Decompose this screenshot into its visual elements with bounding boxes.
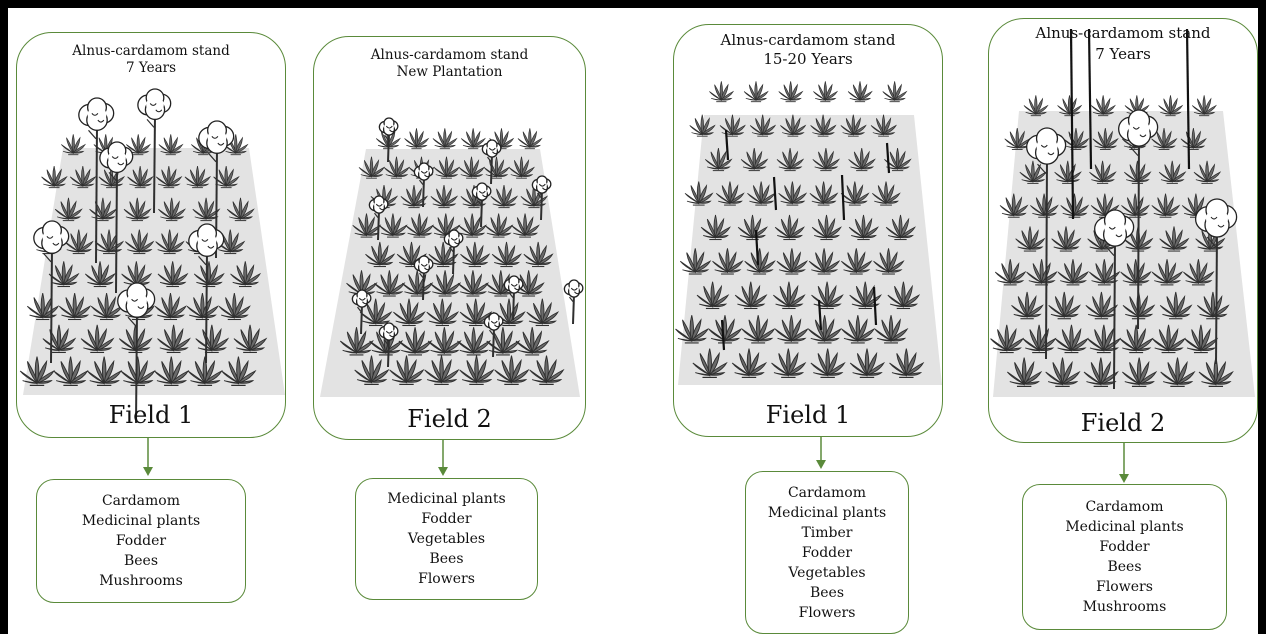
cardamom-plant-icon xyxy=(1192,95,1216,115)
products-list: Medicinal plantsFodderVegetablesBeesFlow… xyxy=(387,489,505,589)
cardamom-plant-icon xyxy=(461,128,485,148)
cardamom-plant-icon xyxy=(61,134,85,154)
field-label: Field 2 xyxy=(989,409,1257,437)
arrow-down-icon xyxy=(813,437,829,471)
cardamom-plant-icon xyxy=(1091,95,1115,115)
stand-title: Alnus-cardamom stand New Plantation xyxy=(314,47,585,81)
product-item: Fodder xyxy=(1065,537,1183,557)
product-item: Cardamom xyxy=(82,491,200,511)
product-item: Medicinal plants xyxy=(82,511,200,531)
product-item: Medicinal plants xyxy=(768,503,886,523)
arrow-down-icon xyxy=(435,440,451,478)
stand-age: 7 Years xyxy=(989,44,1257,65)
field-label: Field 1 xyxy=(674,401,942,429)
product-item: Mushrooms xyxy=(1065,597,1183,617)
stand-name: Alnus-cardamom stand xyxy=(674,31,942,50)
stand-name: Alnus-cardamom stand xyxy=(989,23,1257,44)
products-list: CardamomMedicinal plantsTimberFodderVege… xyxy=(768,483,886,623)
stand-illustration xyxy=(674,25,943,437)
stand-title: Alnus-cardamom stand 7 Years xyxy=(17,43,285,77)
products-box: Medicinal plantsFodderVegetablesBeesFlow… xyxy=(355,478,538,600)
products-box: CardamomMedicinal plantsFodderBeesMushro… xyxy=(36,479,246,603)
cardamom-plant-icon xyxy=(433,128,457,148)
product-item: Bees xyxy=(387,549,505,569)
arrow-down-icon xyxy=(140,438,156,478)
product-item: Medicinal plants xyxy=(387,489,505,509)
stand-title: Alnus-cardamom stand 7 Years xyxy=(989,23,1257,65)
product-item: Cardamom xyxy=(768,483,886,503)
stand-age: 15-20 Years xyxy=(674,50,942,69)
product-item: Fodder xyxy=(387,509,505,529)
product-item: Flowers xyxy=(1065,577,1183,597)
product-item: Mushrooms xyxy=(82,571,200,591)
products-box: CardamomMedicinal plantsTimberFodderVege… xyxy=(745,471,909,634)
stand-card-field1-7years: Alnus-cardamom stand 7 Years Field 1 xyxy=(16,32,286,438)
stand-name: Alnus-cardamom stand xyxy=(17,43,285,60)
stand-age: New Plantation xyxy=(314,64,585,81)
cardamom-plant-icon xyxy=(1024,95,1048,115)
stand-illustration xyxy=(17,33,286,438)
stand-illustration xyxy=(989,19,1258,443)
product-item: Flowers xyxy=(387,569,505,589)
cardamom-plant-icon xyxy=(709,81,733,101)
product-item: Bees xyxy=(82,551,200,571)
cardamom-plant-icon xyxy=(848,81,872,101)
product-item: Bees xyxy=(1065,557,1183,577)
product-item: Vegetables xyxy=(768,563,886,583)
product-item: Bees xyxy=(768,583,886,603)
product-item: Flowers xyxy=(768,603,886,623)
cardamom-plant-icon xyxy=(405,128,429,148)
field-label: Field 2 xyxy=(314,405,585,433)
cardamom-plant-icon xyxy=(518,128,542,148)
products-list: CardamomMedicinal plantsFodderBeesMushro… xyxy=(82,491,200,591)
stand-age: 7 Years xyxy=(17,60,285,77)
stand-illustration xyxy=(314,37,586,440)
field-label: Field 1 xyxy=(17,401,285,429)
products-box: CardamomMedicinal plantsFodderBeesFlower… xyxy=(1022,484,1227,630)
stand-card-field1-15-20years: Alnus-cardamom stand 15-20 Years Field 1 xyxy=(673,24,943,437)
cardamom-plant-icon xyxy=(1058,95,1082,115)
stand-card-field2-new-plantation: Alnus-cardamom stand New Plantation Fiel… xyxy=(313,36,586,440)
product-item: Timber xyxy=(768,523,886,543)
product-item: Vegetables xyxy=(387,529,505,549)
product-item: Medicinal plants xyxy=(1065,517,1183,537)
products-list: CardamomMedicinal plantsFodderBeesFlower… xyxy=(1065,497,1183,617)
stand-name: Alnus-cardamom stand xyxy=(314,47,585,64)
stand-card-field2-7years: Alnus-cardamom stand 7 Years Field 2 xyxy=(988,18,1258,443)
product-item: Fodder xyxy=(82,531,200,551)
stand-title: Alnus-cardamom stand 15-20 Years xyxy=(674,31,942,69)
cardamom-plant-icon xyxy=(779,81,803,101)
cardamom-plant-icon xyxy=(1159,95,1183,115)
cardamom-plant-icon xyxy=(744,81,768,101)
cardamom-plant-icon xyxy=(813,81,837,101)
cardamom-plant-icon xyxy=(883,81,907,101)
arrow-down-icon xyxy=(1116,443,1132,485)
cardamom-plant-icon xyxy=(159,134,183,154)
product-item: Fodder xyxy=(768,543,886,563)
product-item: Cardamom xyxy=(1065,497,1183,517)
